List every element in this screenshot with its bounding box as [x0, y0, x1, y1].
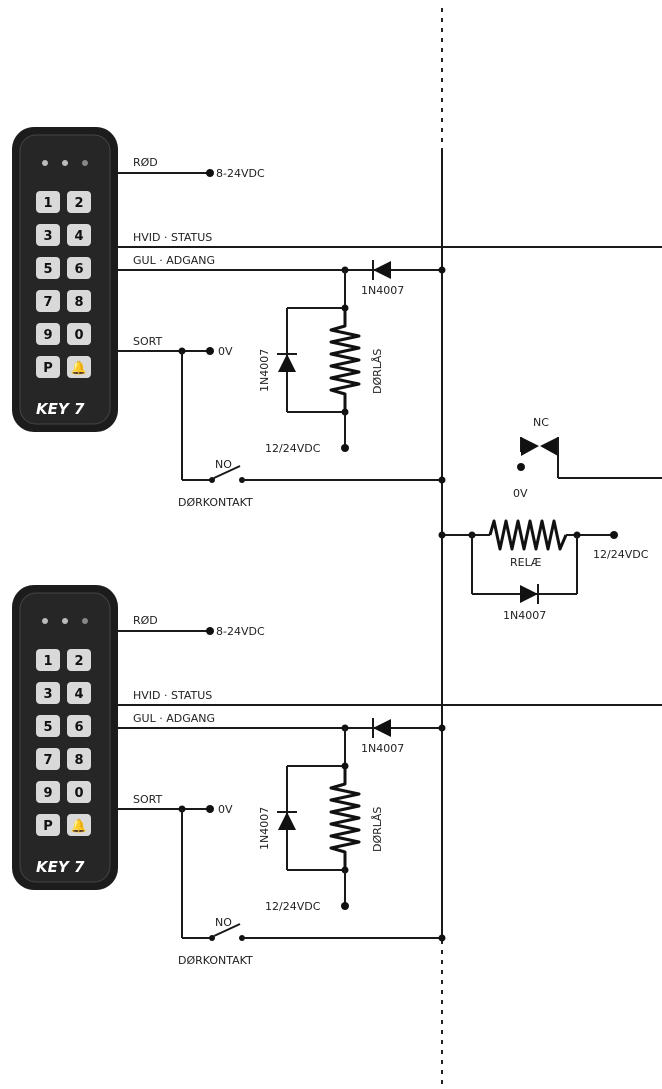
- keypad-key: 3: [36, 682, 60, 704]
- keypad-key: 7: [36, 290, 60, 312]
- diode-series-top: [372, 260, 391, 280]
- relay-coil: [488, 519, 568, 551]
- keypad-key-label: 3: [43, 229, 52, 244]
- relay-zero-label: 0V: [513, 487, 528, 500]
- keypad-logo-bottom: KEY 7: [36, 858, 85, 876]
- zero-label: 0V: [218, 345, 233, 358]
- keypad-key-label: 3: [43, 687, 52, 702]
- keypad-key-label: 1: [43, 196, 52, 211]
- keypad-key: 1: [36, 649, 60, 671]
- keypad-key-label: 2: [74, 654, 83, 669]
- keypad-key: 4: [67, 682, 91, 704]
- keypad-key: 6: [67, 715, 91, 737]
- keypad-key-label: 9: [43, 786, 52, 801]
- keypad-key: 0: [67, 781, 91, 803]
- lock-coil-top: [329, 308, 361, 412]
- top-unit: 1 2 3 4 5 6 7 8 9 0P 🔔 KEY 7 RØD 8-24VDC HVID · ST…: [12, 127, 662, 509]
- keypad-key-label: 8: [74, 753, 83, 768]
- keypad-key: 2: [67, 191, 91, 213]
- keypad-key: 7: [36, 748, 60, 770]
- diode-label-bottom: 1N4007: [361, 742, 404, 755]
- bottom-unit: 1 2 3 4 5 6 7 8 9 0P 🔔 KEY 7 RØD 8-24VDC HVID · ST…: [12, 585, 662, 967]
- wire-black-label-bottom: SORT: [133, 793, 162, 806]
- keypad-key-label: 7: [43, 295, 52, 310]
- relay-diode: [520, 584, 539, 604]
- keypad-key-label: 1: [43, 654, 52, 669]
- keypad-bottom: 1 2 3 4 5 6 7 8 9 0P 🔔 KEY 7: [12, 585, 118, 890]
- supply-label: 8-24VDC: [216, 167, 265, 180]
- wire-red-label-bottom: RØD: [133, 614, 158, 627]
- keypad-key-label: P: [43, 819, 53, 834]
- keypad-key-label: 7: [43, 753, 52, 768]
- diode-label: 1N4007: [361, 284, 404, 297]
- keypad-key-label: 6: [74, 262, 83, 277]
- door-contact-label: DØRKONTAKT: [178, 496, 253, 509]
- zero-label-bottom: 0V: [218, 803, 233, 816]
- keypad-key-label: P: [43, 361, 53, 376]
- wire-white-label: HVID · STATUS: [133, 231, 212, 244]
- keypad-key: 6: [67, 257, 91, 279]
- keypad-key: 9: [36, 323, 60, 345]
- keypad-key-label: 8: [74, 295, 83, 310]
- keypad-key: P: [36, 814, 60, 836]
- keypad-key: 5: [36, 715, 60, 737]
- diode-series-bottom: [372, 718, 391, 738]
- wire-yellow-label: GUL · ADGANG: [133, 254, 215, 267]
- keypad-key: 2: [67, 649, 91, 671]
- nc-contact: [520, 437, 662, 479]
- wire-white-label-bottom: HVID · STATUS: [133, 689, 212, 702]
- relay-supply-label: 12/24VDC: [593, 548, 649, 561]
- keypad-top: 1 2 3 4 5 6 7 8 9 0P 🔔 KEY 7: [12, 127, 118, 432]
- no-label: NO: [215, 458, 232, 471]
- diode-flyback-top: [277, 353, 297, 372]
- lock-label-bottom: DØRLÅS: [371, 807, 384, 852]
- keypad-key: 5: [36, 257, 60, 279]
- keypad-key-label: 🔔: [71, 360, 87, 376]
- wire-black-label: SORT: [133, 335, 162, 348]
- keypad-key: 4: [67, 224, 91, 246]
- lock-label: DØRLÅS: [371, 349, 384, 394]
- keypad-key-label: 9: [43, 328, 52, 343]
- supply-label-bottom: 8-24VDC: [216, 625, 265, 638]
- diode-flyback-bottom: [277, 811, 297, 830]
- keypad-key: 9: [36, 781, 60, 803]
- keypad-key-label: 5: [43, 720, 52, 735]
- keypad-key-label: 6: [74, 720, 83, 735]
- wire-yellow-label-bottom: GUL · ADGANG: [133, 712, 215, 725]
- keypad-key: 0: [67, 323, 91, 345]
- keypad-logo: KEY 7: [36, 400, 85, 418]
- keypad-key: 8: [67, 290, 91, 312]
- nc-label: NC: [533, 416, 549, 429]
- keypad-key: 🔔: [67, 356, 91, 378]
- keypad-key: 🔔: [67, 814, 91, 836]
- keypad-key-label: 0: [74, 786, 83, 801]
- keypad-key-label: 🔔: [71, 818, 87, 834]
- switch-blade-bottom: [213, 923, 241, 937]
- keypad-key: 1: [36, 191, 60, 213]
- relay-section: NC 0V 12/24VDC RELÆ 1N4007: [438, 416, 662, 622]
- no-label-bottom: NO: [215, 916, 232, 929]
- keypad-key: 3: [36, 224, 60, 246]
- relay-diode-label: 1N4007: [503, 609, 546, 622]
- keypad-key-label: 4: [74, 229, 83, 244]
- keypad-key-label: 0: [74, 328, 83, 343]
- diode-label-vertical-bottom: 1N4007: [258, 807, 271, 850]
- relay-label: RELÆ: [510, 556, 542, 569]
- lock-supply-label-bottom: 12/24VDC: [265, 900, 321, 913]
- switch-blade-top: [213, 465, 241, 479]
- keypad-key-label: 4: [74, 687, 83, 702]
- keypad-key-label: 5: [43, 262, 52, 277]
- lock-coil-bottom: [329, 766, 361, 870]
- keypad-key-label: 2: [74, 196, 83, 211]
- keypad-key: 8: [67, 748, 91, 770]
- keypad-key: P: [36, 356, 60, 378]
- lock-supply-label: 12/24VDC: [265, 442, 321, 455]
- door-contact-label-bottom: DØRKONTAKT: [178, 954, 253, 967]
- diode-label-vertical: 1N4007: [258, 349, 271, 392]
- wire-red-label: RØD: [133, 156, 158, 169]
